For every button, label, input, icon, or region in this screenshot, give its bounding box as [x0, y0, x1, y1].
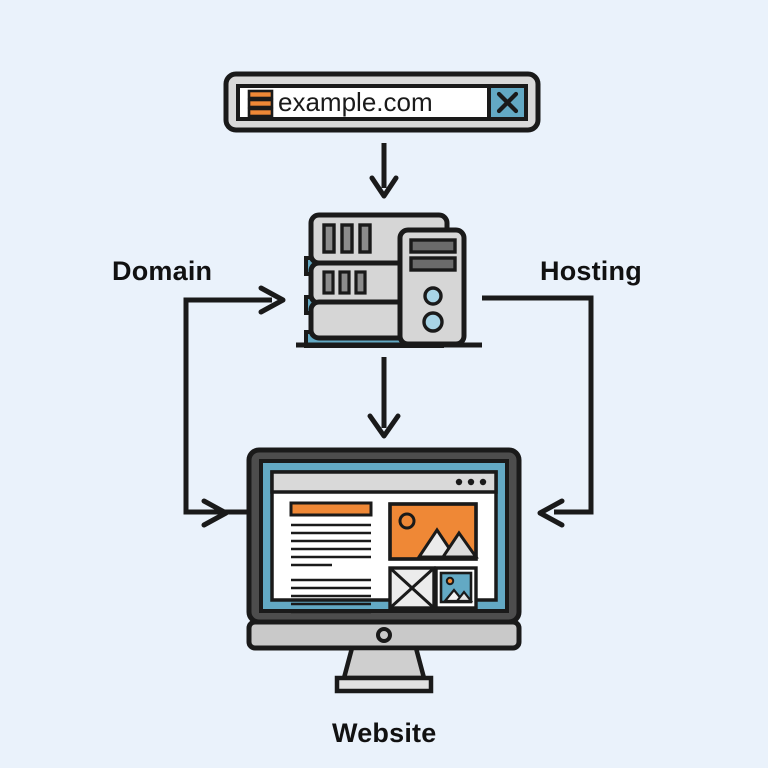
address-bar-url-text[interactable]: example.com: [278, 87, 433, 117]
close-icon: [496, 91, 519, 114]
server-tower-slot: [409, 256, 457, 272]
server-tower-button[interactable]: [423, 286, 443, 306]
server-stack[interactable]: [296, 212, 482, 348]
mountain-shape: [440, 530, 479, 559]
address-bar-field[interactable]: [236, 84, 528, 121]
close-button[interactable]: [487, 84, 528, 121]
window-dot[interactable]: [479, 478, 487, 486]
label-domain: Domain: [112, 256, 213, 286]
browser-address-bar[interactable]: [223, 71, 541, 133]
monitor-stand-base: [334, 675, 434, 694]
monitor-stand: [334, 645, 434, 694]
window-dot[interactable]: [467, 478, 475, 486]
server-slot: [358, 223, 372, 254]
server-slot: [322, 270, 335, 295]
page-text-lines-bottom: [291, 578, 371, 614]
server-tower[interactable]: [397, 227, 467, 347]
mountain-shape: [454, 590, 474, 603]
server-slot: [354, 270, 367, 295]
broken-image-tile: [388, 566, 436, 610]
browser-window-titlebar: [270, 470, 498, 494]
hamburger-icon[interactable]: [247, 89, 274, 118]
connector-hosting: [482, 295, 594, 528]
page-heading-bar: [289, 501, 373, 517]
page-text-lines-top: [291, 523, 371, 567]
label-website: Website: [332, 718, 437, 748]
page-text-column: [289, 501, 373, 614]
monitor-chin: [246, 619, 522, 651]
sun-icon: [445, 576, 455, 586]
server-slot: [322, 223, 336, 254]
label-hosting: Hosting: [540, 256, 642, 286]
hero-image-placeholder: [388, 502, 479, 561]
server-tower-button[interactable]: [422, 311, 444, 333]
sun-icon: [398, 512, 416, 530]
arrow-server-to-monitor: [367, 357, 401, 439]
monitor-stand-neck: [341, 645, 427, 681]
server-tower-slot: [409, 238, 457, 254]
server-slot: [338, 270, 351, 295]
server-slot: [340, 223, 354, 254]
desktop-monitor[interactable]: [246, 447, 522, 694]
window-dot[interactable]: [455, 478, 463, 486]
connector-domain: [183, 285, 286, 528]
power-indicator: [376, 627, 392, 643]
arrow-addressbar-to-server: [369, 143, 399, 199]
thumbnail-image-tile: [434, 566, 478, 610]
